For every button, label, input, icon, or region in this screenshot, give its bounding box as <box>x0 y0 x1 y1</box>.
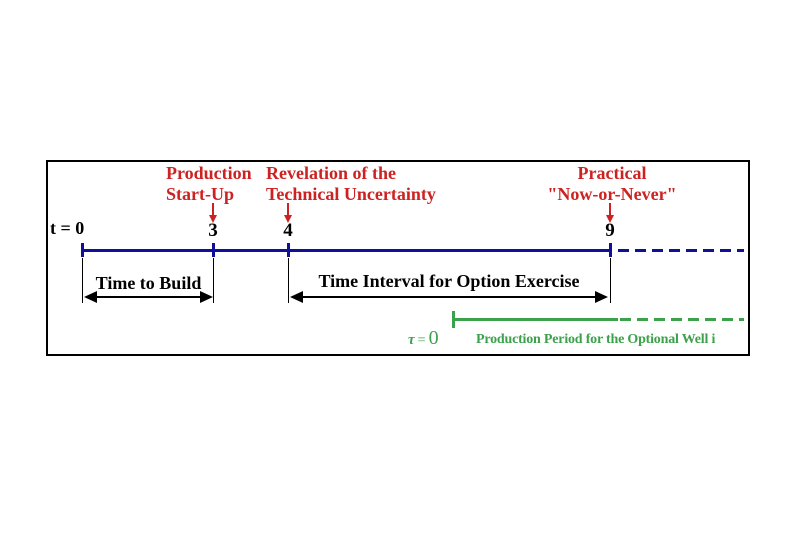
event-label-line: Start-Up <box>166 184 234 204</box>
tau-origin-label: τ=0 <box>408 327 439 350</box>
event-label-line: Practical <box>577 163 647 183</box>
timeline-tick-4 <box>287 243 290 257</box>
arrow-shaft <box>295 296 603 298</box>
tau-zero: 0 <box>428 327 439 349</box>
event-label-line: "Now-or-Never" <box>547 184 677 204</box>
double-arrow-option-exercise <box>290 291 608 303</box>
event-label-production-startup: Production Start-Up <box>166 163 252 205</box>
time-to-build-label: Time to Build <box>95 273 202 293</box>
timeline-solid-line <box>82 249 610 252</box>
down-arrow-icon <box>606 203 614 223</box>
event-label-revelation: Revelation of the Technical Uncertainty <box>266 163 436 205</box>
production-period-label: Production Period for the Optional Well … <box>476 332 716 347</box>
double-arrow-time-to-build <box>84 291 213 303</box>
production-period-dashed-line <box>620 318 744 321</box>
drop-line-9 <box>610 258 611 303</box>
event-label-now-or-never: Practical "Now-or-Never" <box>536 163 688 205</box>
timeline-tick-9 <box>609 243 612 257</box>
event-label-line: Technical Uncertainty <box>266 184 436 204</box>
timeline-dashed-line <box>618 249 744 252</box>
option-exercise-label: Time Interval for Option Exercise <box>318 271 580 291</box>
event-label-line: Production <box>166 163 252 183</box>
event-label-line: Revelation of the <box>266 163 396 183</box>
drop-line-3 <box>213 258 214 303</box>
timeline-tick-3 <box>212 243 215 257</box>
down-arrow-icon <box>209 203 217 223</box>
timeline-origin-label: t = 0 <box>50 218 85 238</box>
arrowhead-right-icon <box>595 291 608 303</box>
equals-sign: = <box>417 333 426 348</box>
timeline-tick-0 <box>81 243 84 257</box>
production-period-solid-line <box>453 318 618 321</box>
drop-line-4 <box>288 258 289 303</box>
down-arrow-icon <box>284 203 292 223</box>
tick-number-4: 4 <box>283 220 293 241</box>
drop-line-0 <box>82 258 83 303</box>
arrow-shaft <box>89 296 208 298</box>
tick-number-3: 3 <box>208 220 218 241</box>
tau-symbol: τ <box>408 332 415 348</box>
timeline-diagram-box: Production Start-Up Revelation of the Te… <box>46 160 750 356</box>
arrowhead-right-icon <box>200 291 213 303</box>
tick-number-9: 9 <box>605 220 615 241</box>
